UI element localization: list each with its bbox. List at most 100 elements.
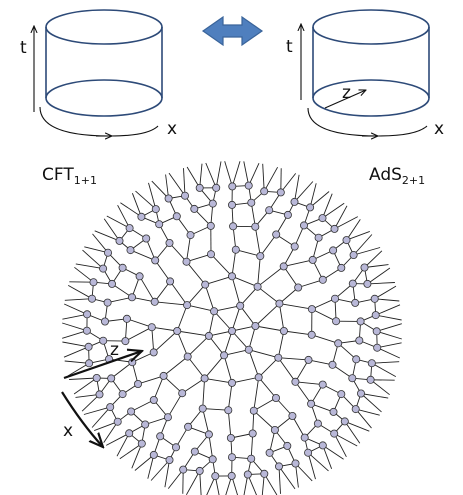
network-edge xyxy=(261,473,265,495)
network-node xyxy=(183,301,192,310)
network-node xyxy=(92,373,101,382)
network-node xyxy=(329,246,338,255)
network-edge xyxy=(308,359,333,366)
network-edge xyxy=(337,342,357,360)
network-node xyxy=(260,187,269,196)
network-node xyxy=(351,405,360,414)
network-node xyxy=(372,327,381,336)
network-boundary-arrow xyxy=(61,391,103,447)
network-edge xyxy=(263,473,278,495)
network-node xyxy=(172,212,181,221)
network-edge xyxy=(154,301,188,306)
network-edge xyxy=(283,266,299,288)
network-edge xyxy=(250,202,256,227)
network-node xyxy=(370,294,379,303)
network-node xyxy=(149,395,158,404)
network-node xyxy=(288,411,297,420)
network-edge xyxy=(322,445,344,460)
network-node xyxy=(151,256,160,265)
network-edge xyxy=(257,256,261,287)
network-edge xyxy=(214,476,220,495)
network-node xyxy=(127,407,136,416)
network-edge xyxy=(83,406,111,415)
network-edge xyxy=(344,420,370,432)
network-edge xyxy=(322,193,333,219)
network-node xyxy=(337,263,346,272)
network-node xyxy=(101,317,110,326)
network-edge xyxy=(231,475,239,495)
network-node xyxy=(195,183,204,192)
network-edge xyxy=(134,454,155,471)
network-edge xyxy=(167,469,184,489)
network-edge xyxy=(153,375,165,401)
network-node xyxy=(201,280,210,289)
network-edge xyxy=(294,174,300,202)
network-edge xyxy=(206,475,216,495)
network-node xyxy=(231,245,240,254)
network-node xyxy=(270,425,279,434)
network-node xyxy=(247,198,256,207)
network-edge xyxy=(151,327,155,353)
network-edge xyxy=(239,286,258,307)
network-edge xyxy=(360,393,382,413)
network-edge xyxy=(64,360,90,364)
network-node xyxy=(348,279,357,288)
network-edge xyxy=(377,347,400,359)
network-edge xyxy=(334,216,359,230)
network-node xyxy=(128,358,137,367)
network-node xyxy=(249,406,258,415)
network-node xyxy=(113,417,122,426)
network-edge xyxy=(283,259,313,267)
network-edge xyxy=(355,408,372,429)
network-node xyxy=(318,380,327,389)
network-node xyxy=(204,331,213,340)
network-node xyxy=(178,389,187,398)
network-edge xyxy=(277,330,285,358)
network-node xyxy=(256,252,265,261)
network-edge xyxy=(375,304,401,316)
network-edge xyxy=(110,361,133,379)
network-node xyxy=(82,326,91,335)
network-edge xyxy=(205,162,217,188)
network-edge xyxy=(130,249,156,261)
network-edge xyxy=(204,377,233,384)
network-node xyxy=(182,257,191,266)
network-edge xyxy=(250,433,254,459)
network-edge xyxy=(154,260,171,282)
network-node xyxy=(107,374,116,383)
network-node xyxy=(363,279,372,288)
network-edge xyxy=(223,355,233,384)
network-edge xyxy=(295,381,323,386)
network-node xyxy=(166,277,175,286)
network-node xyxy=(224,406,233,415)
network-node xyxy=(99,336,108,345)
network-edge xyxy=(295,359,309,383)
network-node xyxy=(236,301,245,310)
network-node xyxy=(95,390,104,399)
right-radial-arrow xyxy=(324,90,366,109)
network-radial-arrow xyxy=(63,351,142,380)
network-node xyxy=(184,422,193,431)
network-edge xyxy=(258,357,279,378)
ads-name: AdS xyxy=(369,165,402,185)
network-node xyxy=(351,298,360,307)
network-edge xyxy=(364,250,383,268)
network-node xyxy=(283,441,292,450)
network-node xyxy=(208,199,217,208)
network-edge xyxy=(243,161,250,186)
network-node xyxy=(318,275,327,284)
network-edge xyxy=(280,173,297,193)
network-edge xyxy=(279,287,299,304)
network-edge xyxy=(187,356,205,379)
network-node xyxy=(122,314,131,323)
network-edge xyxy=(169,242,187,263)
network-node xyxy=(318,441,327,450)
network-edge xyxy=(75,263,104,270)
network-edge xyxy=(186,284,206,306)
network-node xyxy=(104,248,113,257)
network-edge xyxy=(371,362,397,377)
network-node xyxy=(260,469,269,478)
network-edge xyxy=(107,296,133,304)
ads-dims: 2+1 xyxy=(402,174,425,187)
network-edge xyxy=(131,443,143,469)
